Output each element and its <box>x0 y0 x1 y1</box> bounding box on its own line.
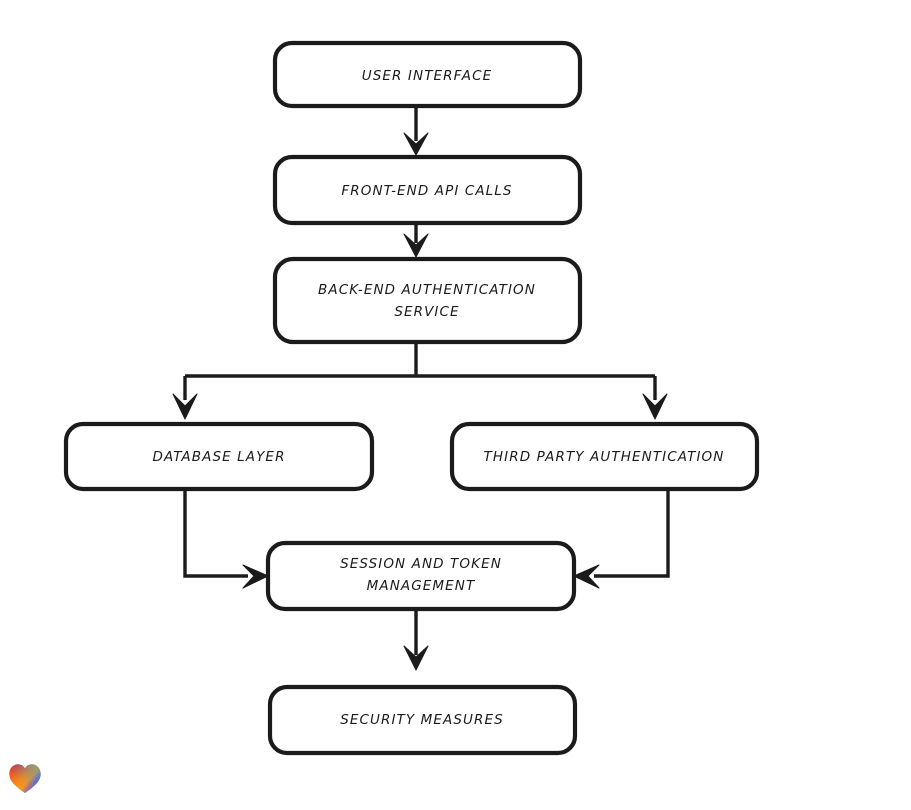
node-backend-auth-service-label-line2: SERVICE <box>394 304 459 320</box>
arrowhead-icon <box>172 393 198 420</box>
node-user-interface[interactable]: USER INTERFACE <box>272 40 583 109</box>
node-third-party-auth-label: THIRD PARTY AUTHENTICATION <box>484 449 725 465</box>
heart-icon <box>9 764 41 794</box>
node-session-token-mgmt[interactable]: SESSION AND TOKEN MANAGEMENT <box>265 540 577 612</box>
node-database-layer[interactable]: DATABASE LAYER <box>63 421 375 492</box>
node-user-interface-label: USER INTERFACE <box>362 68 492 84</box>
node-third-party-auth-shape <box>449 421 760 492</box>
edge-user-interface-to-frontend-api-calls <box>403 107 429 156</box>
node-security-measures[interactable]: SECURITY MEASURES <box>267 684 578 756</box>
arrowhead-icon <box>242 564 269 589</box>
node-user-interface-shape <box>272 40 583 109</box>
node-third-party-auth[interactable]: THIRD PARTY AUTHENTICATION <box>449 421 760 492</box>
edge-session-token-mgmt-to-security-measures <box>403 609 429 671</box>
node-frontend-api-calls[interactable]: FRONT-END API CALLS <box>272 154 583 226</box>
node-session-token-mgmt-label-line2: MANAGEMENT <box>367 578 476 594</box>
arrowhead-icon <box>573 564 600 589</box>
node-session-token-mgmt-shape <box>265 540 577 612</box>
edge-frontend-api-calls-to-backend-auth-service <box>403 223 429 258</box>
edge-third-party-auth-to-session-token-mgmt <box>573 489 670 589</box>
node-session-token-mgmt-label-line1: SESSION AND TOKEN <box>340 556 502 572</box>
edge-database-layer-to-session-token-mgmt <box>183 489 269 589</box>
node-backend-auth-service[interactable]: BACK-END AUTHENTICATION SERVICE <box>272 256 583 345</box>
node-frontend-api-calls-shape <box>272 154 583 226</box>
node-frontend-api-calls-label: FRONT-END API CALLS <box>341 183 512 199</box>
node-security-measures-label: SECURITY MEASURES <box>340 712 504 728</box>
arrowhead-icon <box>403 132 429 156</box>
arrowhead-icon <box>642 393 668 420</box>
arrowhead-icon <box>403 645 429 671</box>
edge-backend-auth-service-branch <box>172 342 668 420</box>
node-database-layer-shape <box>63 421 375 492</box>
node-security-measures-shape <box>267 684 578 756</box>
node-backend-auth-service-shape <box>272 256 583 345</box>
node-backend-auth-service-label-line1: BACK-END AUTHENTICATION <box>318 282 536 298</box>
node-database-layer-label: DATABASE LAYER <box>152 449 285 465</box>
arrowhead-icon <box>403 233 429 258</box>
